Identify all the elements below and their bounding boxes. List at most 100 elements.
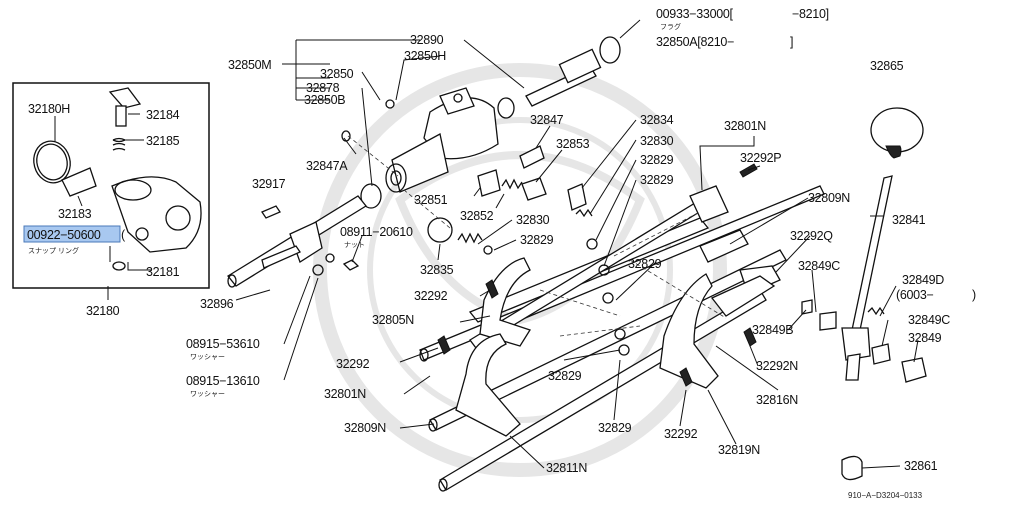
pin-32917 xyxy=(261,205,281,219)
pin-32292-a xyxy=(485,279,499,299)
label-32180h: 32180H xyxy=(28,102,70,116)
housing-32181 xyxy=(111,176,202,253)
ring-32850b xyxy=(360,183,382,209)
label-32849c-a: 32849C xyxy=(798,259,840,273)
plug-32853 xyxy=(521,177,547,201)
label-32835: 32835 xyxy=(420,263,454,277)
label-32801n-top: 32801N xyxy=(724,119,766,133)
snap-ring-00922 xyxy=(112,261,126,271)
label-00933-end: −8210] xyxy=(792,7,829,21)
label-32801n-bot: 32801N xyxy=(324,387,366,401)
label-32849b: 32849B xyxy=(752,323,793,337)
ball-32829-a xyxy=(586,238,598,250)
label-32849c-b: 32849C xyxy=(908,313,950,327)
fork-32805n xyxy=(479,257,531,347)
label-32829-c: 32829 xyxy=(520,233,554,247)
label-32878: 32878 xyxy=(306,81,340,95)
label-32849d: 32849D xyxy=(902,273,944,287)
label-32185: 32185 xyxy=(146,134,180,148)
fork-32819n xyxy=(659,273,719,389)
label-32850b: 32850B xyxy=(304,93,345,107)
pin-32184 xyxy=(108,87,142,109)
label-32834: 32834 xyxy=(640,113,674,127)
inset-frame xyxy=(12,82,210,289)
fork-32816n-top xyxy=(710,275,776,317)
label-32180: 32180 xyxy=(86,304,120,318)
label-32865: 32865 xyxy=(870,59,904,73)
label-32183: 32183 xyxy=(58,207,92,221)
ring-00933 xyxy=(599,36,621,64)
label-32850m: 32850M xyxy=(228,58,271,72)
label-32890: 32890 xyxy=(410,33,444,47)
spring-32849d xyxy=(867,306,885,316)
label-32830-mid: 32830 xyxy=(516,213,550,227)
diagram-code: 910−A−D3204−0133 xyxy=(848,491,923,500)
washer-32878 xyxy=(385,99,395,109)
plug-32834 xyxy=(567,183,587,211)
kana-washer-2: ワッシャー xyxy=(190,390,225,398)
label-00922[interactable]: 00922−50600 xyxy=(27,228,101,242)
label-32809n-bot: 32809N xyxy=(344,421,386,435)
label-6003: (6003− xyxy=(896,288,933,302)
bushing-32861 xyxy=(841,455,863,481)
label-32829-e: 32829 xyxy=(548,369,582,383)
label-32809n-top: 32809N xyxy=(808,191,850,205)
kana-snap-ring: スナップ リング xyxy=(28,246,79,255)
kana-washer-1: ワッシャー xyxy=(190,353,225,361)
bolt-32849 xyxy=(901,357,927,383)
label-32292n: 32292N xyxy=(756,359,798,373)
svg-text:(: ( xyxy=(121,228,126,242)
highlight-00922 xyxy=(23,225,121,243)
label-32861: 32861 xyxy=(904,459,938,473)
nut-08911 xyxy=(325,253,335,263)
label-32811n: 32811N xyxy=(546,461,587,475)
pin-32292p xyxy=(739,163,758,178)
seal-32850h xyxy=(497,97,515,119)
pin-32292n xyxy=(743,327,757,347)
label-32850: 32850 xyxy=(320,67,354,81)
spring-32830 xyxy=(457,232,483,244)
label-32829-d: 32829 xyxy=(628,257,662,271)
label-32917: 32917 xyxy=(252,177,286,191)
fork-32809n-top xyxy=(699,229,749,263)
knob-32865 xyxy=(870,107,924,153)
label-32816n: 32816N xyxy=(756,393,798,407)
label-00933: 00933−33000[ xyxy=(656,7,734,21)
label-32184: 32184 xyxy=(146,108,180,122)
label-08915-13610: 08915−13610 xyxy=(186,374,260,388)
label-32805n: 32805N xyxy=(372,313,414,327)
fork-32801n-top xyxy=(689,185,729,223)
shift-rails-and-forks: 32809N 32292Q 32841 32829 32849C 32849D … xyxy=(186,107,976,500)
fork-32811n xyxy=(455,333,521,437)
kana-flag: フラグ xyxy=(660,22,681,31)
label-32850h-top: 32850H xyxy=(404,49,446,63)
label-32292-b: 32292 xyxy=(336,357,370,371)
bushing-32851 xyxy=(477,169,501,197)
label-6003-end: ) xyxy=(972,288,976,302)
label-32849: 32849 xyxy=(908,331,942,345)
label-32829-a: 32829 xyxy=(640,153,674,167)
label-32853: 32853 xyxy=(556,137,590,151)
lever-32841 xyxy=(851,175,893,331)
label-32896: 32896 xyxy=(200,297,234,311)
label-32850a-end: ] xyxy=(790,35,793,49)
washer-08915-53610 xyxy=(312,264,324,276)
label-32852: 32852 xyxy=(460,209,494,223)
label-32292-a: 32292 xyxy=(414,289,448,303)
bracket-32183 xyxy=(61,167,97,197)
label-32841: 32841 xyxy=(892,213,926,227)
label-32847: 32847 xyxy=(530,113,564,127)
label-32292q: 32292Q xyxy=(790,229,833,243)
plug-32835 xyxy=(427,217,453,243)
label-08911: 08911−20610 xyxy=(340,225,413,239)
label-32850a: 32850A[8210− xyxy=(656,35,734,49)
bolt-32847 xyxy=(519,145,545,169)
bushing-32849c-b xyxy=(871,343,891,365)
top-cluster: 00933−33000[ −8210] フラグ 32850A[8210− ] 3… xyxy=(228,7,904,277)
label-08915-53610: 08915−53610 xyxy=(186,337,260,351)
spring-32185 xyxy=(112,137,127,151)
label-32830-top: 32830 xyxy=(640,134,674,148)
label-32181: 32181 xyxy=(146,265,180,279)
label-32851: 32851 xyxy=(414,193,448,207)
